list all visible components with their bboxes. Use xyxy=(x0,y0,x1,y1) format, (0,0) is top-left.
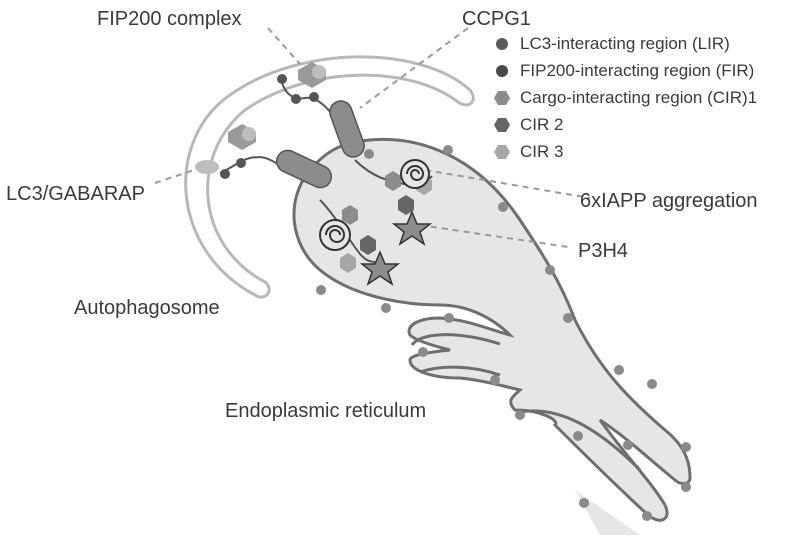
leader-lines xyxy=(154,27,591,248)
label-6xiapp-aggregation: 6xIAPP aggregation xyxy=(580,190,758,212)
legend-label: LC3-interacting region (LIR) xyxy=(520,33,730,53)
label-p3h4: P3H4 xyxy=(578,240,629,262)
legend-label: CIR 2 xyxy=(520,114,564,134)
dark-circle-icon xyxy=(490,59,514,83)
cargo-lower xyxy=(319,199,401,286)
ccpg1-receptor-lower xyxy=(219,124,333,189)
cargo-upper xyxy=(354,159,433,246)
dark-gray-circle-icon xyxy=(490,32,514,56)
legend-item-fir: FIP200-interacting region (FIR) xyxy=(490,57,790,84)
legend-label: FIP200-interacting region (FIR) xyxy=(520,60,755,80)
er-ribosome-dots xyxy=(316,145,691,521)
er-body xyxy=(292,137,692,535)
ccpg1-receptor-upper xyxy=(277,62,365,158)
legend-item-lir: LC3-interacting region (LIR) xyxy=(490,30,790,57)
legend-item-cir3: CIR 3 xyxy=(490,138,790,165)
label-lc3-gabarap: LC3/GABARAP xyxy=(6,183,145,205)
legend-label: Cargo-interacting region (CIR)1 xyxy=(520,87,758,107)
legend: LC3-interacting region (LIR) FIP200-inte… xyxy=(490,30,790,165)
gray-hexagon-icon xyxy=(490,86,514,110)
light-hexagon-icon xyxy=(490,140,514,164)
label-endoplasmic-reticulum: Endoplasmic reticulum xyxy=(225,400,427,422)
label-autophagosome: Autophagosome xyxy=(74,297,220,319)
label-fip200-complex: FIP200 complex xyxy=(97,8,242,30)
label-ccpg1: CCPG1 xyxy=(462,8,531,30)
legend-label: CIR 3 xyxy=(520,141,564,161)
dark-hexagon-icon xyxy=(490,113,514,137)
legend-item-cir1: Cargo-interacting region (CIR)1 xyxy=(490,84,790,111)
lc3-gabarap-ellipse xyxy=(195,160,219,174)
autophagosome-membrane xyxy=(184,55,475,299)
legend-item-cir2: CIR 2 xyxy=(490,111,790,138)
